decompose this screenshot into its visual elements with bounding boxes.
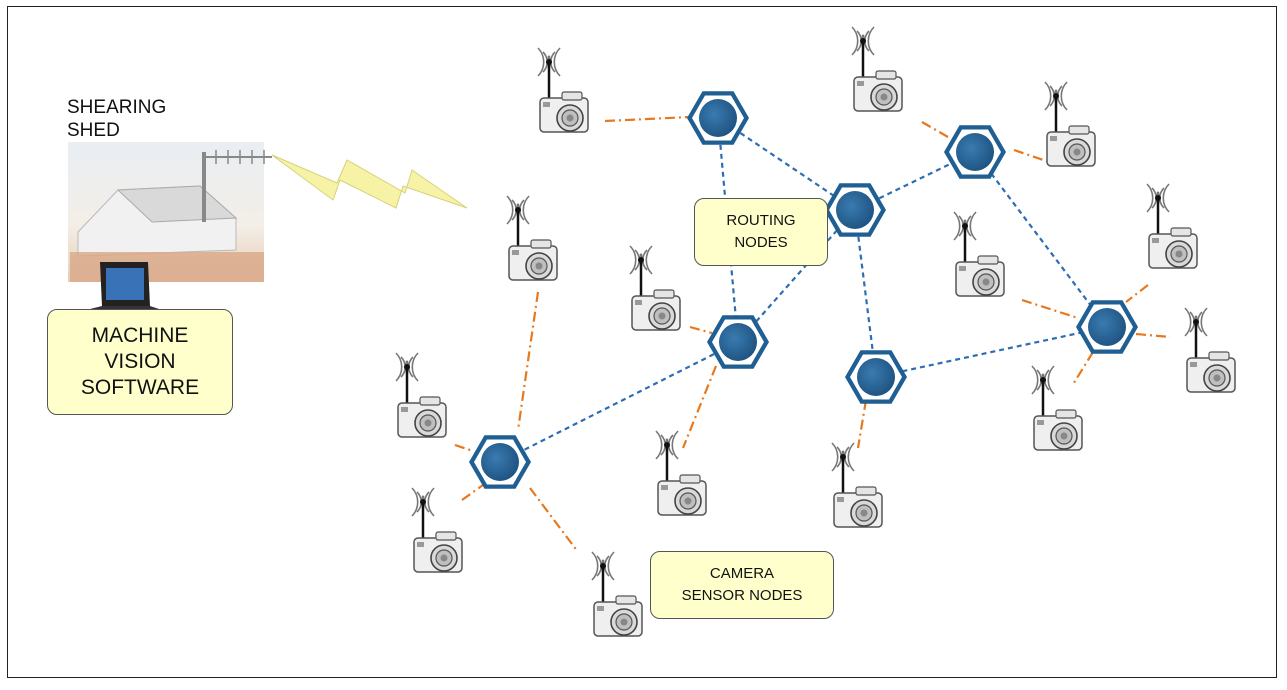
camera-link (689, 325, 713, 335)
router-hexagon-icon (469, 435, 531, 489)
camera-link (921, 121, 949, 138)
camera-link (856, 399, 868, 449)
camera-icon (537, 47, 589, 133)
camera-icon (953, 211, 1005, 297)
camera-link (1071, 351, 1094, 387)
router-link (499, 341, 739, 463)
camera-link (454, 443, 474, 453)
shed-title: SHEARING SHED (67, 97, 167, 141)
camera-icon (629, 245, 681, 331)
router-link (974, 151, 1108, 328)
camera-icon (591, 551, 643, 637)
router-link (717, 117, 856, 211)
camera-link (1135, 332, 1171, 339)
camera-icon (1184, 307, 1236, 393)
camera-icon (851, 26, 903, 112)
lightning-bolt-icon (271, 154, 468, 209)
router-link (737, 209, 856, 343)
camera-icon (395, 352, 447, 438)
router-hexagon-icon (707, 315, 769, 369)
camera-icon (411, 487, 463, 573)
routing-nodes-box: ROUTING NODES (694, 198, 828, 266)
router-hexagon-icon (1076, 300, 1138, 354)
camera-link (516, 291, 540, 431)
software-box: MACHINE VISION SOFTWARE (47, 309, 233, 415)
router-link (875, 325, 1108, 379)
camera-link (604, 115, 691, 123)
camera-icon (1031, 365, 1083, 451)
camera-link (529, 487, 579, 553)
router-hexagon-icon (824, 183, 886, 237)
camera-link (681, 365, 718, 449)
shed-icon (68, 142, 272, 282)
camera-link (1021, 298, 1079, 320)
camera-icon (506, 195, 558, 281)
camera-icon (1044, 81, 1096, 167)
camera-link (1013, 148, 1059, 167)
camera-sensor-nodes-box: CAMERA SENSOR NODES (650, 551, 834, 619)
camera-icon (1146, 183, 1198, 269)
camera-icon (655, 430, 707, 516)
router-hexagon-icon (944, 125, 1006, 179)
router-link (853, 209, 878, 378)
camera-link (1125, 284, 1149, 303)
camera-link (461, 484, 484, 501)
router-hexagon-icon (687, 91, 749, 145)
camera-icon (831, 442, 883, 528)
router-hexagon-icon (845, 350, 907, 404)
